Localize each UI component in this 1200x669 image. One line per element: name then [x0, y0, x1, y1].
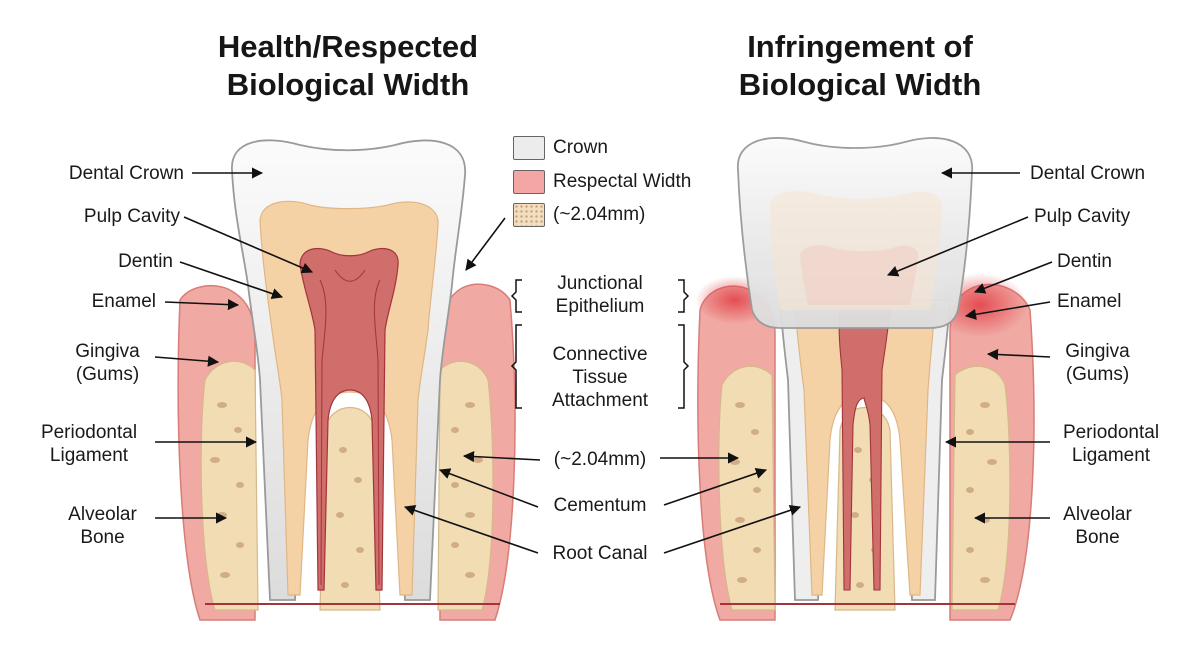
infringement-title: Infringement of Biological Width — [650, 28, 1070, 104]
left-label-dentin: Dentin — [118, 251, 173, 272]
right-alveolar-bone — [437, 360, 494, 611]
legend-measurement-swatch — [513, 203, 545, 227]
right-label-pulp-cavity: Pulp Cavity — [1034, 206, 1131, 227]
right-label-gingiva-line2: (Gums) — [1065, 364, 1130, 385]
label-connective-line3: Attachment — [551, 390, 649, 411]
left-label-periodontal-line2: Ligament — [49, 445, 129, 466]
interradicular-bone — [319, 407, 381, 611]
label-junctional-line2: Epithelium — [555, 296, 645, 317]
label-junctional-epithelium: Junctional Epithelium — [530, 272, 670, 318]
right-label-gingiva: Gingiva (Gums) — [1050, 340, 1145, 386]
label-cementum: Cementum — [553, 495, 647, 516]
left-label-gingiva-line1: Gingiva — [75, 341, 140, 362]
left-label-alveolar-line2: Bone — [80, 527, 125, 548]
right-label-gingiva-line1: Gingiva — [1065, 341, 1130, 362]
legend-width-label: Respectal Width — [553, 171, 692, 192]
left-label-alveolar: Alveolar Bone — [55, 503, 150, 549]
left-label-gingiva-line2: (Gums) — [75, 364, 140, 385]
infringement-title-line1: Infringement of — [747, 29, 973, 64]
right-alveolar-bone-2 — [951, 365, 1011, 611]
root-pulp — [838, 309, 891, 591]
left-label-dental-crown: Dental Crown — [68, 163, 184, 184]
left-label-periodontal: Periodontal Ligament — [30, 421, 148, 467]
crown-inner-pulp — [800, 245, 919, 305]
legend-width-swatch — [513, 170, 545, 194]
left-label-enamel: Enamel — [91, 291, 156, 312]
right-label-alveolar-line1: Alveolar — [1063, 504, 1132, 525]
right-label-periodontal: Periodontal Ligament — [1052, 421, 1170, 467]
right-arrows — [886, 167, 1053, 524]
legend-measurement-label: (~2.04mm) — [553, 204, 646, 225]
label-connective-line1: Connective — [552, 344, 648, 365]
right-label-periodontal-line2: Ligament — [1071, 445, 1151, 466]
label-width-measurement: (~2.04mm) — [553, 449, 647, 470]
left-arrows — [154, 167, 506, 524]
label-root-canal: Root Canal — [552, 543, 648, 564]
center-arrows — [403, 450, 802, 554]
legend-crown-swatch — [513, 136, 545, 160]
right-label-dentin: Dentin — [1057, 251, 1112, 272]
bone-pores — [210, 402, 483, 588]
label-connective-line2: Tissue — [572, 367, 628, 388]
infringement-title-line2: Biological Width — [738, 67, 982, 102]
healthy-title: Health/Respected Biological Width — [138, 28, 558, 104]
left-label-gingiva: Gingiva (Gums) — [60, 340, 155, 386]
left-label-pulp-cavity: Pulp Cavity — [83, 206, 180, 227]
right-label-alveolar: Alveolar Bone — [1050, 503, 1145, 549]
left-label-periodontal-line1: Periodontal — [40, 422, 138, 443]
right-label-alveolar-line2: Bone — [1075, 527, 1120, 548]
center-brackets — [510, 279, 690, 409]
right-label-periodontal-line1: Periodontal — [1062, 422, 1160, 443]
label-junctional-line1: Junctional — [557, 273, 643, 294]
label-connective-tissue: Connective Tissue Attachment — [530, 343, 670, 412]
healthy-tooth — [177, 139, 516, 621]
legend-crown-label: Crown — [553, 137, 608, 158]
healthy-title-line2: Biological Width — [226, 67, 470, 102]
healthy-title-line1: Health/Respected — [217, 29, 479, 64]
right-label-dental-crown: Dental Crown — [1030, 163, 1146, 184]
left-alveolar-bone — [200, 360, 259, 611]
infringed-tooth — [695, 137, 1035, 621]
pulp-vessels — [319, 269, 381, 586]
left-label-alveolar-line1: Alveolar — [68, 504, 137, 525]
dentin — [259, 200, 439, 596]
right-label-enamel: Enamel — [1057, 291, 1122, 312]
left-alveolar-bone-2 — [718, 365, 776, 611]
